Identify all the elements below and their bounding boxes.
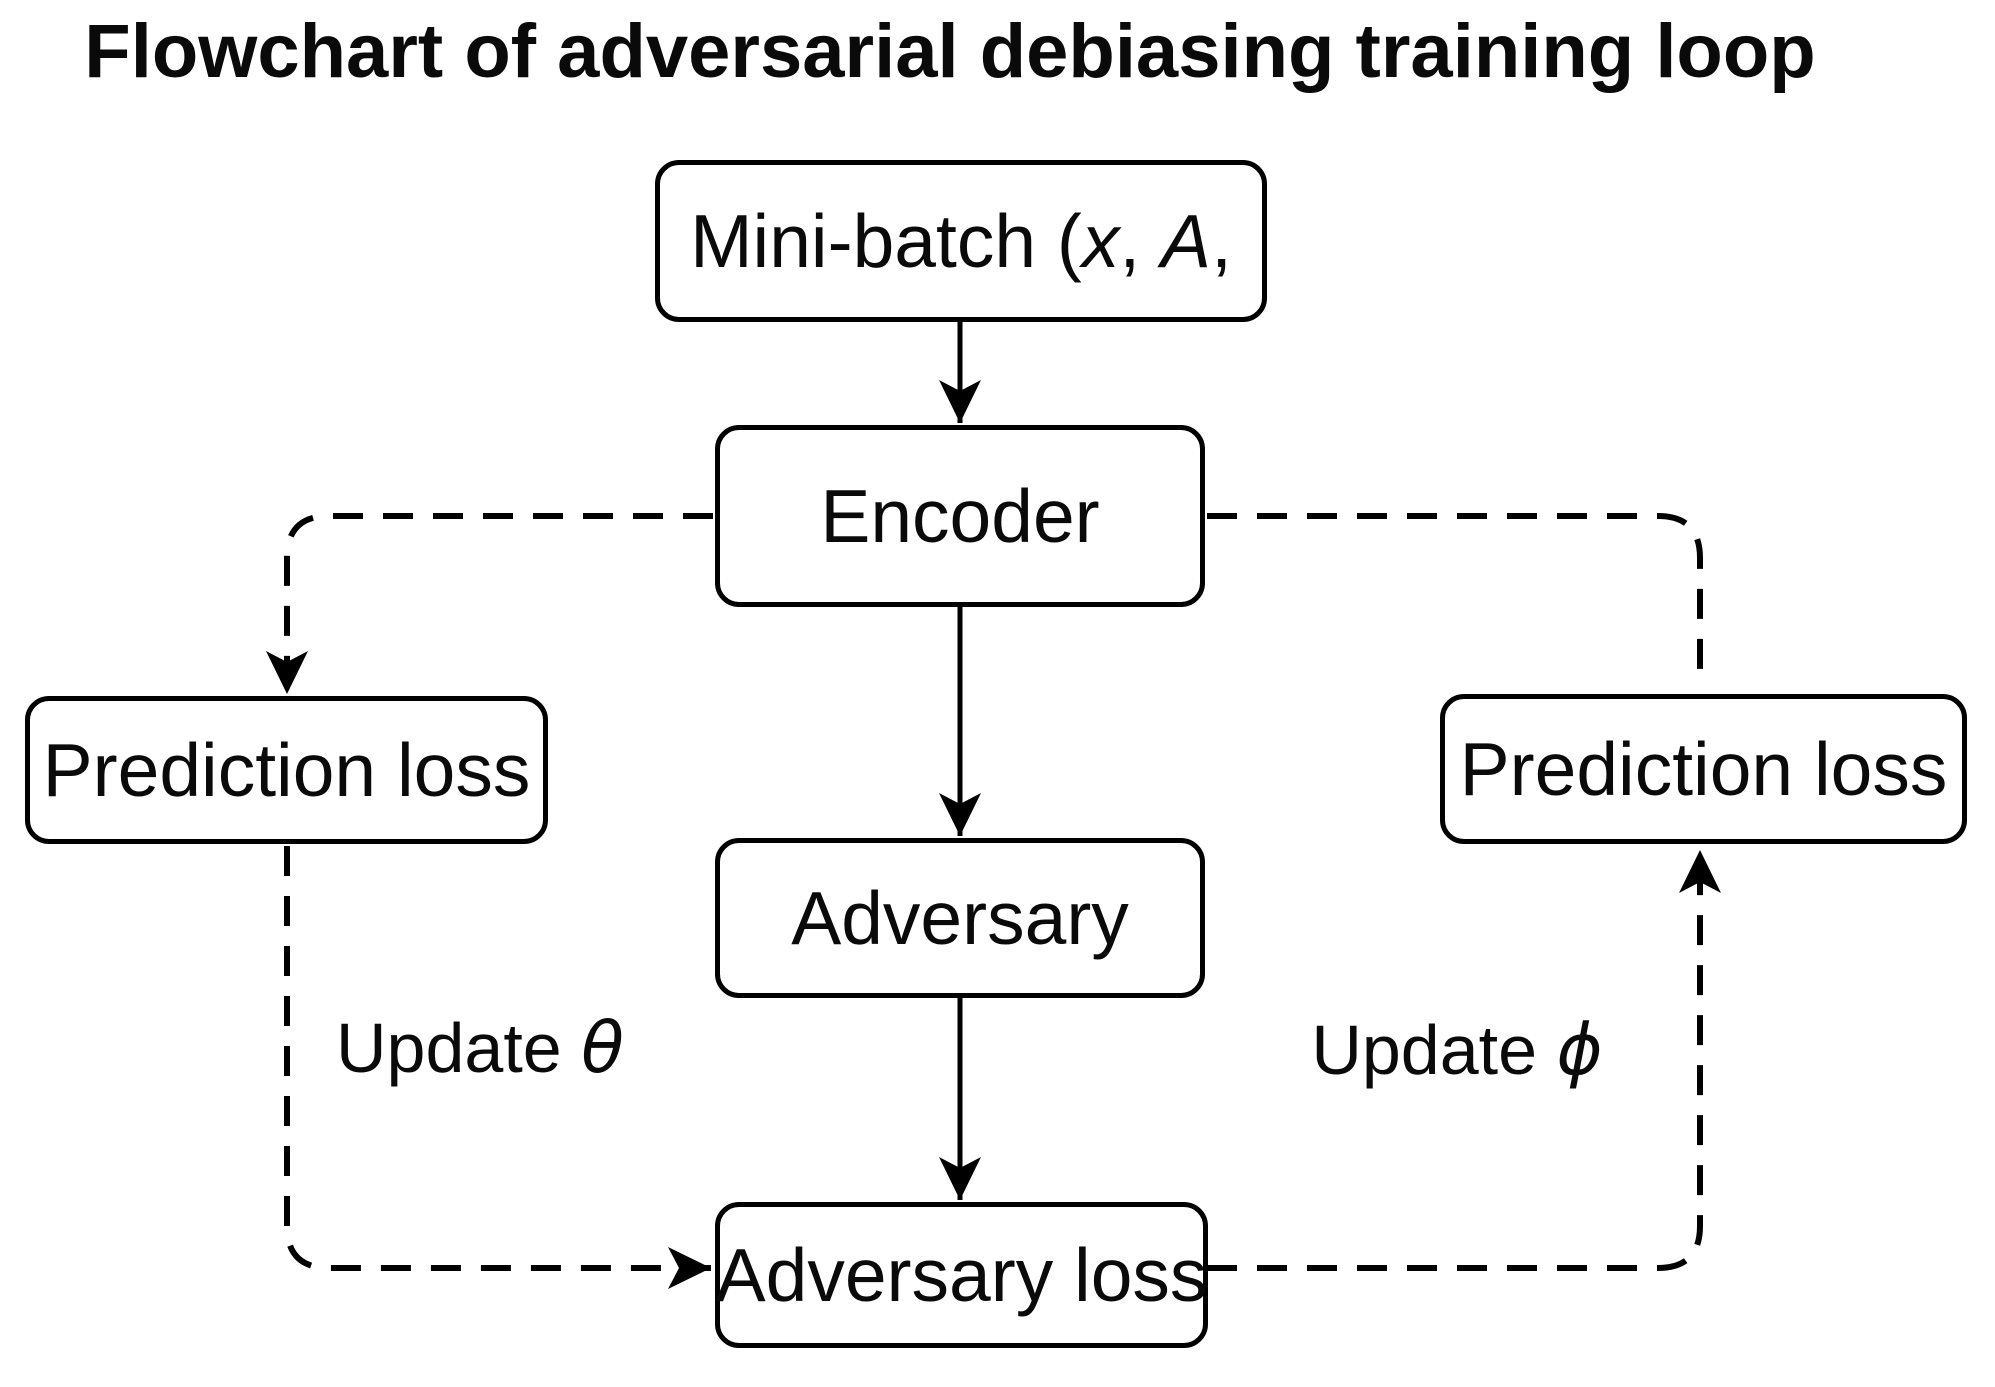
minibatch-var-a: A: [1161, 199, 1212, 283]
adversary-loss-label: Adversary loss: [715, 1233, 1208, 1317]
node-adversary-loss: Adversary loss: [715, 1202, 1208, 1348]
update-theta-label: Update θ: [336, 1007, 624, 1089]
encoder-label: Encoder: [820, 474, 1100, 558]
update-phi-label: Update ϕ: [1311, 1009, 1602, 1091]
update-theta-text: Update: [336, 1009, 582, 1087]
update-phi-text: Update: [1311, 1011, 1557, 1089]
node-minibatch: Mini-batch (x, A,: [655, 160, 1267, 322]
theta-symbol: θ: [581, 1007, 624, 1089]
edge-encoder-to-prediction-loss-right: [1207, 513, 1703, 680]
adversary-label: Adversary: [791, 876, 1129, 960]
edge-adversary-loss-to-prediction-loss-right: [1207, 850, 1721, 1271]
diagram-title: Flowchart of adversarial debiasing train…: [84, 9, 1816, 94]
minibatch-label-mid: ,: [1119, 199, 1162, 283]
minibatch-var-x: x: [1081, 199, 1120, 283]
minibatch-label-prefix: Mini-batch (: [690, 199, 1082, 283]
node-prediction-loss-right: Prediction loss: [1440, 694, 1967, 844]
edge-encoder-to-prediction-loss-left: [266, 513, 713, 694]
minibatch-label-suffix: ,: [1211, 199, 1232, 283]
phi-symbol: ϕ: [1556, 1009, 1603, 1091]
edge-prediction-loss-left-to-adversary-loss: [284, 846, 711, 1289]
node-prediction-loss-left: Prediction loss: [25, 696, 548, 844]
node-adversary: Adversary: [715, 838, 1205, 998]
prediction-loss-left-label: Prediction loss: [42, 728, 531, 812]
node-encoder: Encoder: [715, 425, 1205, 607]
prediction-loss-right-label: Prediction loss: [1459, 727, 1948, 811]
